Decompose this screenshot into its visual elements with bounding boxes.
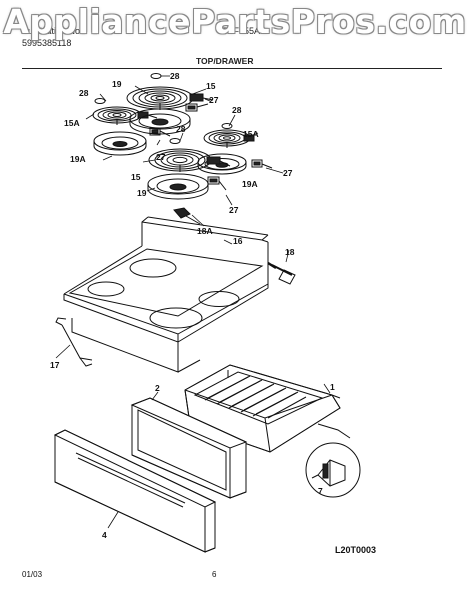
callout-15A-b: 15A — [243, 129, 259, 139]
callout-7: 7 — [318, 486, 323, 496]
drip-pan-back-right — [197, 153, 247, 175]
burner-back-right — [203, 129, 255, 148]
callout-27-c: 27 — [283, 168, 293, 178]
footer-date: 01/03 — [22, 570, 43, 579]
burner-back-center — [126, 86, 214, 110]
callout-27-b: 27 — [156, 152, 166, 162]
bracket-18A — [173, 207, 201, 225]
drawer-front-panel — [53, 429, 217, 553]
callout-28-d: 28 — [176, 124, 186, 134]
trim-ring-28-c — [169, 138, 181, 144]
detail-inset-7 — [305, 423, 361, 498]
callout-28-b: 28 — [79, 88, 89, 98]
callout-1: 1 — [330, 382, 335, 392]
receptacle-back-right — [251, 159, 273, 169]
page-number: 6 — [212, 570, 217, 579]
header-rule — [22, 68, 442, 69]
watermark: AppliancePartsPros.com — [3, 2, 467, 41]
drip-pan-back-left — [93, 131, 147, 156]
drip-pan-front-center — [147, 173, 209, 200]
callout-labels: 28 15 19 28 27 15A 28 28 15A 19A 27 27 1… — [50, 71, 376, 555]
trim-ring-28-d — [221, 123, 233, 129]
callout-28-a: 28 — [170, 71, 180, 81]
bracket-18 — [267, 261, 296, 285]
section-title: TOP/DRAWER — [196, 56, 254, 66]
publication-label: Publication No. — [22, 26, 83, 36]
callout-19-b: 19 — [137, 188, 147, 198]
main-top-panel — [63, 216, 269, 373]
receptacle-front-center — [207, 176, 227, 191]
callout-28-c: 28 — [232, 105, 242, 115]
drawer-frame — [130, 397, 248, 499]
model-number: TEF355A — [222, 26, 261, 36]
callout-27-d: 27 — [229, 205, 239, 215]
callout-4: 4 — [102, 530, 107, 540]
trim-ring-28-a — [150, 73, 162, 79]
drawer-box — [184, 364, 341, 453]
publication-number: 5995385118 — [22, 38, 72, 48]
callout-2: 2 — [155, 383, 160, 393]
callout-19-a: 19 — [112, 79, 122, 89]
callout-18: 18 — [285, 247, 295, 257]
receptacle-back-center — [185, 103, 209, 112]
callout-15-a: 15 — [206, 81, 216, 91]
trim-ring-28-b — [94, 98, 106, 104]
rod-17 — [55, 317, 93, 367]
leader-lines — [55, 75, 331, 529]
callout-19A-a: 19A — [70, 154, 86, 164]
callout-16: 16 — [233, 236, 243, 246]
drawing-code: L20T0003 — [335, 545, 376, 555]
drip-pan-back-center — [129, 108, 191, 135]
callout-15A-a: 15A — [64, 118, 80, 128]
callout-15-b: 15 — [131, 172, 141, 182]
callout-19A-b: 19A — [242, 179, 258, 189]
callout-17: 17 — [50, 360, 60, 370]
callout-18A: 18A — [197, 226, 213, 236]
callout-27-a: 27 — [209, 95, 219, 105]
